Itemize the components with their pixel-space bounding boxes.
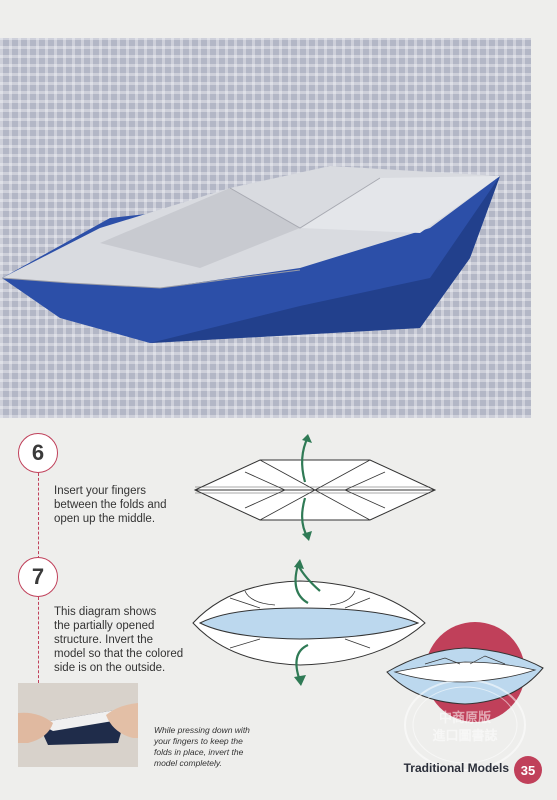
page-number: 35 xyxy=(514,756,542,784)
step-caption: While pressing down with your fingers to… xyxy=(154,725,250,768)
origami-boat-illustration xyxy=(1,166,500,343)
step-7-divider xyxy=(38,597,39,683)
section-title: Traditional Models xyxy=(403,761,509,775)
finished-boat-diagram xyxy=(386,622,544,722)
step-6-text: Insert your fingers between the folds an… xyxy=(54,485,167,525)
hands-photo xyxy=(18,683,138,767)
step-6-number: 6 xyxy=(18,433,58,473)
boat-photo xyxy=(0,38,531,418)
step-7-text: This diagram shows the partially opened … xyxy=(54,606,184,674)
step-6-diagram xyxy=(193,434,437,541)
step-6-divider xyxy=(38,473,39,559)
step-7-diagram xyxy=(192,559,426,686)
step-7-number: 7 xyxy=(18,557,58,597)
hands-illustration xyxy=(18,683,138,767)
